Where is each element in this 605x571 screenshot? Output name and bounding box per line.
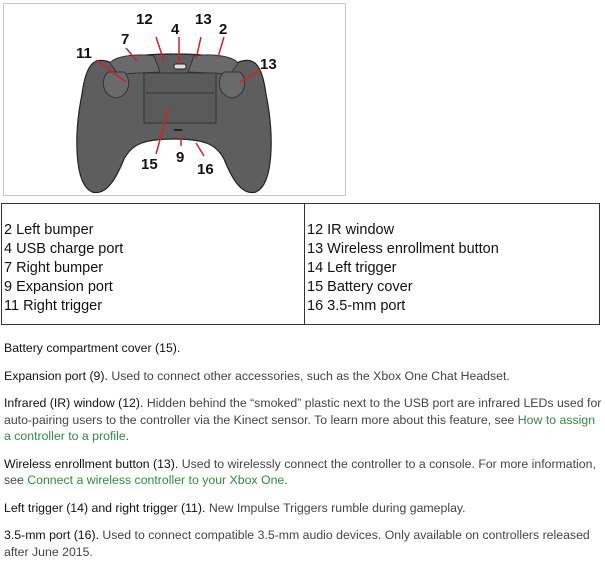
parts-legend-table: 2 Left bumper 4 USB charge port 7 Right … <box>1 203 600 325</box>
legend-item: 16 3.5-mm port <box>307 298 406 314</box>
description-triggers: Left trigger (14) and right trigger (11)… <box>4 500 466 515</box>
legend-item: 9 Expansion port <box>4 279 113 295</box>
legend-column-left: 2 Left bumper 4 USB charge port 7 Right … <box>1 203 305 325</box>
callout-15: 15 <box>141 156 158 173</box>
callout-13-right: 13 <box>260 56 277 73</box>
legend-item: 7 Right bumper <box>4 260 104 276</box>
callout-11: 11 <box>76 45 92 62</box>
description-expansion-port: Expansion port (9). Used to connect othe… <box>4 368 510 383</box>
description-ir-window: Infrared (IR) window (12). Hidden behind… <box>4 396 602 444</box>
description-wireless-enrollment: Wireless enrollment button (13). Used to… <box>4 456 596 488</box>
callout-2: 2 <box>219 21 227 38</box>
legend-column-right: 12 IR window 13 Wireless enrollment butt… <box>305 204 600 325</box>
legend-item: 15 Battery cover <box>307 279 413 295</box>
legend-item: 11 Right trigger <box>4 298 103 314</box>
legend-item: 12 IR window <box>307 222 395 238</box>
description-audio-port: 3.5-mm port (16). Used to connect compat… <box>4 528 590 559</box>
callout-lines <box>95 36 262 157</box>
callout-4: 4 <box>171 21 180 38</box>
legend-item: 14 Left trigger <box>307 260 397 276</box>
battery-cover-shape <box>143 72 217 124</box>
legend-item: 2 Left bumper <box>4 222 94 238</box>
controller-diagram: 12 4 13 2 7 11 13 15 9 16 <box>3 3 346 196</box>
descriptions: Battery compartment cover (15). Expansio… <box>4 340 602 571</box>
callout-7: 7 <box>121 31 129 48</box>
callout-13-top: 13 <box>195 11 212 28</box>
left-bumper-shape <box>187 54 239 75</box>
left-trigger-shape <box>218 71 246 99</box>
assign-controller-profile-link[interactable]: How to assign a controller to a profile <box>4 412 596 444</box>
description-battery-cover: Battery compartment cover (15). <box>4 341 181 355</box>
callout-16: 16 <box>197 161 214 178</box>
usb-port-shape <box>173 63 187 70</box>
right-trigger-shape <box>102 71 130 99</box>
connect-wireless-controller-link[interactable]: Connect a wireless controller to your Xb… <box>27 473 285 487</box>
callout-12: 12 <box>136 11 153 28</box>
legend-item: 4 USB charge port <box>4 241 124 257</box>
legend-item: 13 Wireless enrollment button <box>307 241 499 257</box>
callout-9: 9 <box>176 149 184 166</box>
controller-back-illustration: 12 4 13 2 7 11 13 15 9 16 <box>76 11 277 194</box>
